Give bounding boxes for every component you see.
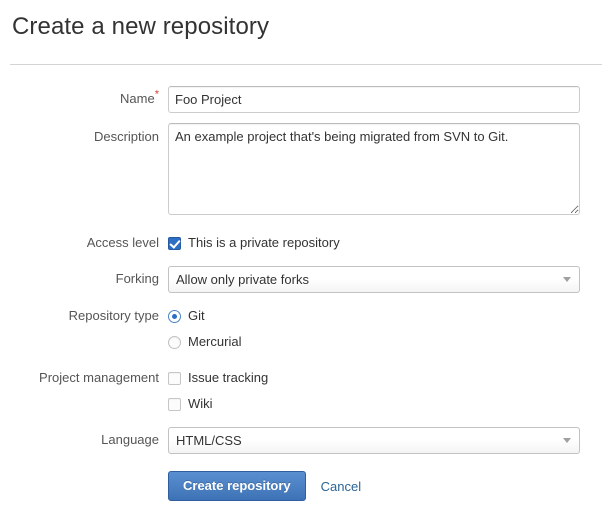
private-repository-label: This is a private repository [188, 235, 340, 250]
forking-select[interactable]: Allow only private forks [168, 266, 580, 293]
form-row-forking: Forking Allow only private forks [0, 266, 612, 293]
checkbox-checked-icon[interactable] [168, 236, 181, 250]
form-row-name: Name* [0, 86, 612, 113]
page-title: Create a new repository [12, 13, 270, 40]
private-repository-option[interactable]: This is a private repository [168, 230, 612, 256]
project-management-option-wiki[interactable]: Wiki [168, 391, 612, 417]
forking-field-col: Allow only private forks [168, 266, 612, 293]
issue-tracking-label: Issue tracking [188, 370, 269, 385]
repository-type-field-col: Git Mercurial [168, 303, 612, 355]
language-label: Language [101, 432, 159, 447]
form-row-language: Language HTML/CSS [0, 427, 612, 454]
form-row-repository-type: Repository type Git Mercurial [0, 303, 612, 355]
forking-label: Forking [115, 271, 159, 286]
form-row-actions: Create repository Cancel [0, 464, 612, 501]
form-row-project-management: Project management Issue tracking Wiki [0, 365, 612, 417]
description-field-col: An example project that's being migrated… [168, 123, 612, 220]
form-actions: Create repository Cancel [168, 471, 612, 501]
form-row-access-level: Access level This is a private repositor… [0, 230, 612, 256]
required-asterisk-icon: * [154, 88, 159, 101]
name-label-text: Name [120, 91, 155, 106]
title-divider [10, 64, 602, 65]
checkbox-unchecked-icon[interactable] [168, 397, 181, 411]
forking-select-wrap: Allow only private forks [168, 266, 580, 293]
form-row-description: Description An example project that's be… [0, 123, 612, 220]
cancel-link[interactable]: Cancel [320, 478, 362, 494]
language-field-col: HTML/CSS [168, 427, 612, 454]
repository-type-option-mercurial[interactable]: Mercurial [168, 329, 612, 355]
checkbox-unchecked-icon[interactable] [168, 371, 181, 385]
repository-type-git-label: Git [188, 308, 205, 323]
project-management-field-col: Issue tracking Wiki [168, 365, 612, 417]
project-management-label: Project management [39, 370, 159, 385]
name-field-col [168, 86, 612, 113]
project-management-option-issue-tracking[interactable]: Issue tracking [168, 365, 612, 391]
name-input[interactable] [168, 86, 580, 113]
access-level-field-col: This is a private repository [168, 230, 612, 256]
create-repository-form: Name* Description An example project tha… [0, 86, 612, 511]
actions-field-col: Create repository Cancel [168, 464, 612, 501]
description-textarea[interactable]: An example project that's being migrated… [168, 123, 580, 215]
radio-selected-icon[interactable] [168, 309, 181, 323]
language-select[interactable]: HTML/CSS [168, 427, 580, 454]
language-select-wrap: HTML/CSS [168, 427, 580, 454]
radio-unselected-icon[interactable] [168, 335, 181, 349]
repository-type-label: Repository type [68, 308, 159, 323]
access-level-label: Access level [86, 235, 159, 250]
create-repository-button[interactable]: Create repository [168, 471, 306, 501]
name-label: Name* [0, 86, 168, 112]
repository-type-option-git[interactable]: Git [168, 303, 612, 329]
wiki-label: Wiki [188, 396, 213, 411]
description-label: Description [93, 129, 159, 144]
repository-type-mercurial-label: Mercurial [188, 334, 242, 349]
